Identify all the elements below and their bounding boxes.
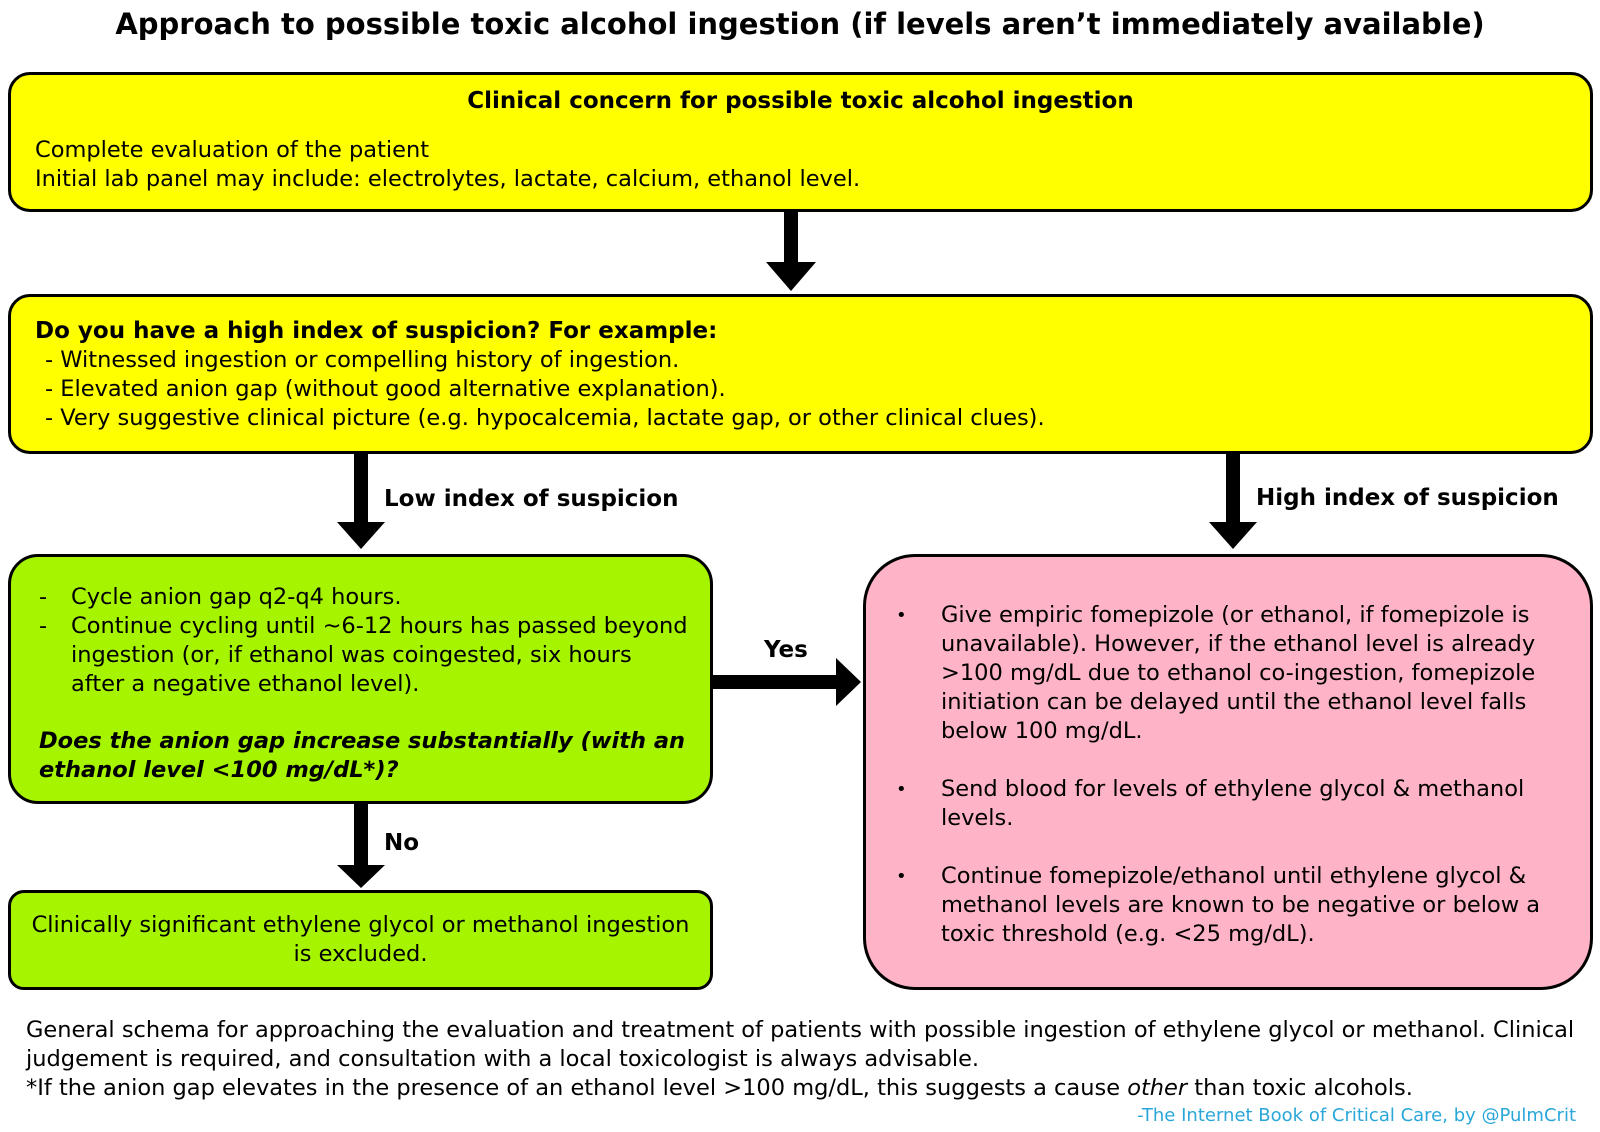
high-suspicion-label: High index of suspicion (1256, 485, 1559, 511)
suspicion-example: - Witnessed ingestion or compelling hist… (45, 347, 680, 373)
cycle-step-text: Continue cycling until ~6-12 hours has p… (71, 613, 688, 697)
evaluation-line: Complete evaluation of the patient (35, 137, 430, 163)
suspicion-box: Do you have a high index of suspicion? F… (8, 294, 1593, 454)
dash-marker: - (39, 584, 48, 610)
ingestion-excluded-box: Clinically significant ethylene glycol o… (8, 890, 713, 990)
footer-asterisk-note: *If the anion gap elevates in the presen… (26, 1074, 1586, 1103)
lab-panel-line: Initial lab panel may include: electroly… (35, 166, 861, 192)
bullet-marker: • (896, 779, 907, 800)
footer-description: General schema for approaching the evalu… (26, 1017, 1575, 1072)
dash-marker: - (39, 613, 48, 639)
source-credit: -The Internet Book of Critical Care, by … (1137, 1105, 1576, 1126)
suspicion-example: - Very suggestive clinical picture (e.g.… (45, 405, 1045, 431)
bullet-marker: • (896, 866, 907, 887)
arrow-down-icon (1209, 454, 1257, 549)
treatment-box: • Give empiric fomepizole (or ethanol, i… (863, 554, 1593, 990)
page-title: Approach to possible toxic alcohol inges… (115, 7, 1485, 41)
clinical-concern-box: Clinical concern for possible toxic alco… (8, 72, 1593, 212)
arrow-down-icon (337, 804, 385, 888)
cycle-step: - Cycle anion gap q2-q4 hours. (39, 583, 690, 612)
anion-gap-question: Does the anion gap increase substantiall… (39, 728, 686, 783)
cycle-anion-gap-box: - Cycle anion gap q2-q4 hours. - Continu… (8, 554, 713, 804)
bullet-marker: • (896, 605, 907, 626)
footer-note-end: than toxic alcohols. (1187, 1075, 1413, 1101)
treatment-step-text: Give empiric fomepizole (or ethanol, if … (941, 602, 1536, 744)
cycle-step-text: Cycle anion gap q2-q4 hours. (71, 584, 402, 610)
treatment-step: • Continue fomepizole/ethanol until ethy… (896, 862, 1560, 949)
arrow-down-icon (766, 212, 816, 291)
arrow-right-icon (713, 658, 861, 706)
arrow-down-icon (337, 454, 385, 549)
footer-notes: General schema for approaching the evalu… (26, 1016, 1586, 1103)
yes-label: Yes (764, 637, 808, 663)
cycle-step: - Continue cycling until ~6-12 hours has… (39, 612, 690, 699)
treatment-step: • Send blood for levels of ethylene glyc… (896, 775, 1560, 833)
treatment-step-text: Send blood for levels of ethylene glycol… (941, 776, 1525, 831)
low-suspicion-label: Low index of suspicion (384, 486, 679, 512)
ingestion-excluded-text: Clinically significant ethylene glycol o… (31, 912, 690, 967)
suspicion-question: Do you have a high index of suspicion? F… (35, 318, 718, 344)
footer-note-emphasis: other (1127, 1075, 1188, 1101)
no-label: No (384, 830, 420, 856)
clinical-concern-title: Clinical concern for possible toxic alco… (467, 88, 1134, 114)
treatment-step-text: Continue fomepizole/ethanol until ethyle… (941, 863, 1541, 947)
suspicion-example: - Elevated anion gap (without good alter… (45, 376, 726, 402)
treatment-step: • Give empiric fomepizole (or ethanol, i… (896, 601, 1560, 746)
footer-note-start: *If the anion gap elevates in the presen… (26, 1075, 1128, 1101)
